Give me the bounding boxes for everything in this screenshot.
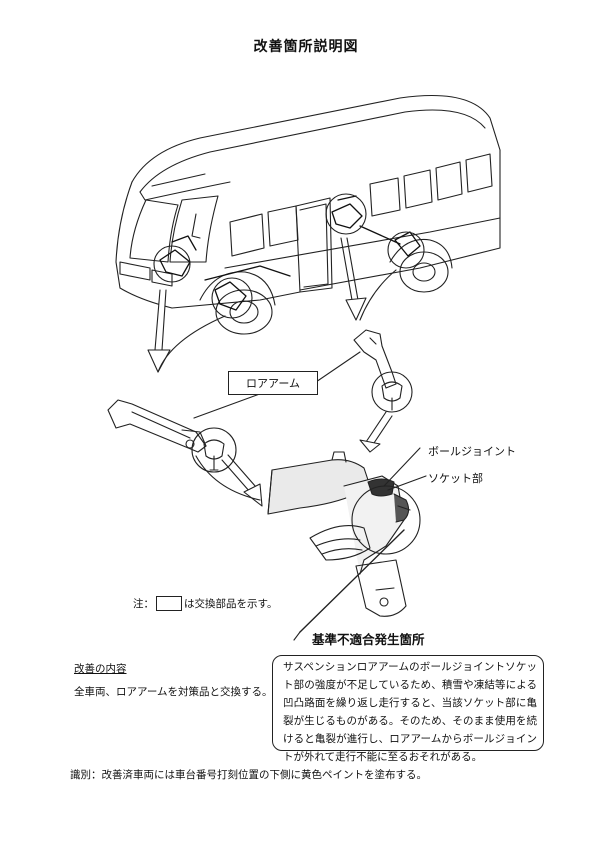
cause-description-text: サスペンションロアアームのボールジョイントソケット部の強度が不足しているため、積… — [283, 661, 537, 763]
lower-arm-label: ロアアーム — [228, 371, 318, 395]
lower-arm-label-text: ロアアーム — [245, 377, 300, 390]
lower-arm-right-drawing — [315, 329, 413, 413]
callout-arrows — [147, 237, 397, 507]
legend-note-prefix: 注： — [133, 598, 154, 610]
improvement-heading: 改善の内容 — [74, 663, 127, 675]
page-title: 改善箇所説明図 — [253, 39, 359, 55]
lower-arm-left-drawing — [107, 387, 277, 473]
identification-text: 識別：改善済車両には車台番号打刻位置の下側に黄色ペイントを塗布する。 — [70, 769, 427, 781]
replacement-part-swatch — [156, 596, 182, 611]
legend-note: 注： は交換部品を示す。 — [133, 596, 277, 611]
ball-joint-label: ボールジョイント — [428, 445, 516, 458]
socket-label: ソケット部 — [428, 472, 483, 485]
defect-location-label: 基準不適合発生箇所 — [312, 632, 425, 647]
improvement-text: 全車両、ロアアームを対策品と交換する。 — [74, 686, 273, 698]
cause-description-box: サスペンションロアアームのボールジョイントソケット部の強度が不足しているため、積… — [272, 655, 544, 763]
bus-drawing — [115, 94, 501, 335]
legend-note-suffix: は交換部品を示す。 — [184, 598, 278, 610]
cutaway-drawing — [267, 447, 427, 641]
